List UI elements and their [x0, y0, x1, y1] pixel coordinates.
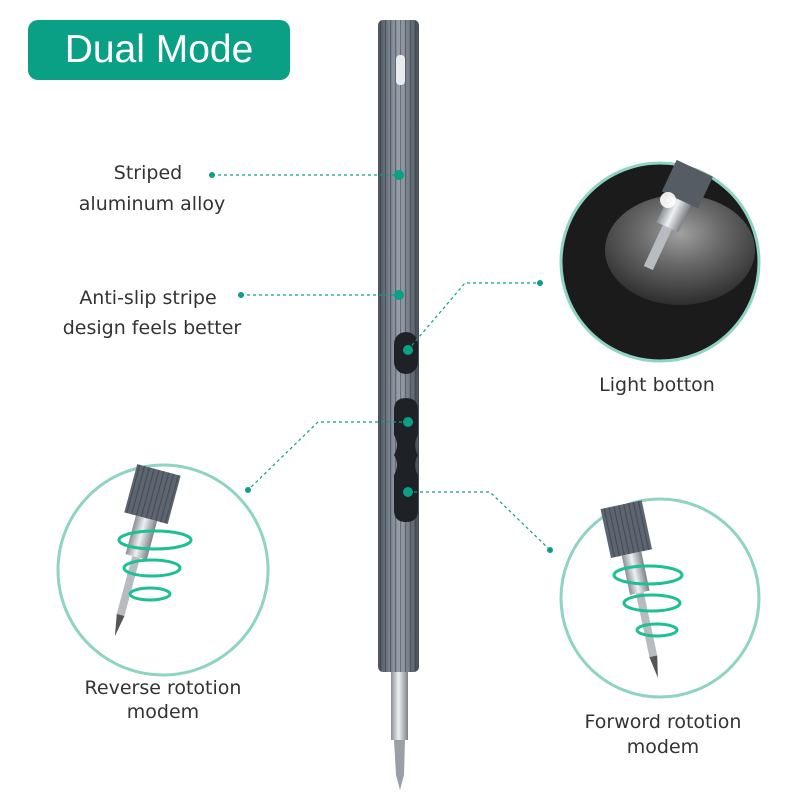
reverse-label-line2: modem [126, 701, 200, 723]
title-badge: Dual Mode [28, 20, 290, 80]
led-light [396, 55, 405, 85]
forward-label-line2: modem [626, 736, 700, 758]
light-detail-circle [559, 159, 761, 363]
forward-rotation-circle [559, 497, 761, 699]
striped-label-line2: aluminum alloy [78, 193, 226, 215]
striped-label-line1: Striped [113, 162, 183, 184]
screwdriver-pen [378, 20, 419, 790]
rotation-button [394, 398, 418, 522]
reverse-label-line1: Reverse rototion [84, 677, 242, 699]
antislip-label-line1: Anti-slip stripe [79, 287, 217, 309]
light-button-label: Light botton [599, 374, 715, 396]
leader-lines [212, 174, 551, 551]
leader-dots [209, 170, 553, 553]
antislip-label-line2: design feels better [62, 317, 242, 339]
reverse-rotation-circle [56, 463, 270, 677]
forward-label-line1: Forword rototion [584, 711, 742, 733]
